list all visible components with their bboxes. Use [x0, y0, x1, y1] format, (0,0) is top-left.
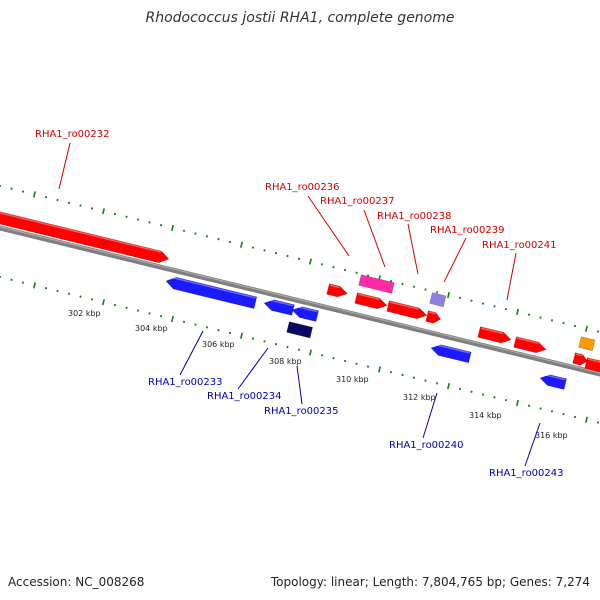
forward-gene-arrow-highlight [575, 353, 583, 357]
gene-ro00240-arrow [430, 344, 472, 364]
gene-ro00234-arrow [291, 306, 319, 322]
forward-scale-tick [309, 258, 312, 265]
track-layer [0, 184, 600, 424]
gene-ro00239-feature [429, 292, 447, 308]
gene-ro00240-arrow-highlight [434, 343, 471, 354]
genome-backbone-highlight [0, 226, 600, 374]
gene-ro00241-arrow [477, 326, 512, 344]
forward-gene-arrow [386, 300, 428, 320]
forward-gene-arrow-highlight [428, 311, 436, 315]
gene-ro00237-label: RHA1_ro00237 [320, 196, 395, 207]
gene-ro00243-label: RHA1_ro00243 [489, 468, 564, 479]
reverse-scale-tick [585, 416, 588, 423]
forward-scale-tick [171, 224, 174, 232]
topology-text: Topology: linear; Length: 7,804,765 bp; … [270, 575, 590, 589]
reverse-scale-tick [516, 399, 519, 407]
genome-title: Rhodococcus jostii RHA1, complete genome [145, 10, 454, 26]
gene-ro00235-leader [296, 365, 303, 405]
gene-ro00237-leader [363, 209, 386, 268]
forward-gene-arrow [425, 310, 442, 324]
gene-ro00240-leader [422, 392, 438, 439]
gene-ro00232-arrow-highlight [0, 212, 162, 253]
reverse-scale-tick [171, 315, 174, 323]
reverse-scale-tick [240, 332, 243, 339]
gene-ro00238-arrow-highlight [357, 293, 380, 301]
forward-gene-arrow-highlight [587, 358, 600, 363]
kbp-label: 310 kbp [336, 375, 369, 384]
gene-ro00236-arrow [326, 283, 348, 298]
gene-ro00234-label: RHA1_ro00234 [207, 391, 282, 402]
gene-ro00241-arrow-highlight [480, 327, 504, 335]
gene-ro00234-arrow-highlight [295, 305, 318, 313]
gene-ro00232-leader [58, 142, 71, 190]
gene-ro00233-arrow-highlight [169, 276, 256, 299]
forward-scale-tick [102, 208, 105, 215]
forward-scale-tick [516, 308, 519, 316]
kbp-label: 316 kbp [535, 431, 568, 440]
kbp-label: 304 kbp [135, 324, 168, 333]
forward-scale-tick [585, 325, 588, 332]
gene-ro00233-leader [179, 330, 204, 376]
forward-gene-arrow-highlight [516, 337, 539, 345]
gene-ro00234-arrow-highlight [267, 298, 294, 307]
gene-ro00241-label: RHA1_ro00241 [482, 240, 557, 251]
gene-ro00239-leader [443, 237, 467, 283]
gene-ro00236-arrow-highlight [329, 284, 340, 289]
gene-ro00238-leader [407, 223, 419, 275]
forward-gene-arrow [584, 357, 600, 373]
gene-ro00233-arrow [165, 276, 258, 309]
gene-ro00241-leader [506, 252, 517, 301]
genome-backbone [0, 225, 600, 377]
gene-ro00237-feature [358, 274, 395, 294]
forward-scale-tick [240, 241, 243, 248]
gene-ro00234-leader [237, 347, 269, 390]
forward-scale-tick [447, 292, 450, 299]
reverse-gene-arrow [539, 374, 567, 390]
kbp-label: 308 kbp [269, 357, 302, 366]
gene-ro00238-label: RHA1_ro00238 [377, 211, 452, 222]
accession-text: Accession: NC_008268 [8, 575, 144, 589]
reverse-scale-tick [378, 366, 381, 373]
kbp-label: 306 kbp [202, 340, 235, 349]
kbp-label: 312 kbp [403, 393, 436, 402]
gene-ro00235-label: RHA1_ro00235 [264, 406, 339, 417]
gene-ro00243-leader [524, 422, 541, 467]
gene-ro00232-arrow [0, 211, 170, 264]
reverse-scale-tick [102, 299, 105, 306]
forward-gene-arrow [572, 352, 589, 366]
kbp-label: 302 kbp [68, 309, 101, 318]
gene-ro00235-feature [286, 321, 313, 339]
reverse-scale-tick [33, 282, 36, 289]
kbp-label: 314 kbp [469, 411, 502, 420]
gene-ro00233-label: RHA1_ro00233 [148, 377, 223, 388]
label-layer: 302 kbp 304 kbp 306 kbp 308 kbp 310 kbp 312 k… [35, 129, 568, 479]
forward-scale-tick [33, 191, 36, 198]
gene-ro00236-label: RHA1_ro00236 [265, 182, 340, 193]
gene-ro00240-label: RHA1_ro00240 [389, 440, 464, 451]
gene-ro00236-leader [307, 195, 350, 257]
forward-gene-arrow-highlight [389, 301, 420, 310]
gene-ro00238-arrow [354, 292, 388, 310]
gene-ro00239-label: RHA1_ro00239 [430, 225, 505, 236]
reverse-scale-tick [309, 349, 312, 356]
orange-feature [578, 336, 596, 352]
feature-layer [0, 211, 600, 390]
forward-gene-arrow [513, 336, 547, 354]
reverse-gene-arrow-highlight [543, 373, 566, 381]
reverse-scale-tick [447, 383, 450, 390]
gene-ro00232-label: RHA1_ro00232 [35, 129, 110, 140]
